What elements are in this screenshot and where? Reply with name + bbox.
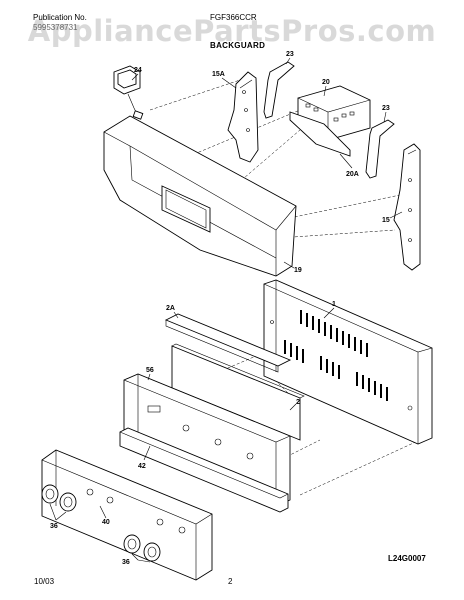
callout-23-upper: 23 [286, 51, 294, 58]
part-15a-bracket [227, 71, 259, 163]
callout-2a: 2A [166, 305, 175, 312]
diagram-code: L24G0007 [388, 554, 426, 563]
callout-36-right: 36 [122, 559, 130, 566]
part-36-knobs-left [41, 484, 77, 512]
callout-15a: 15A [212, 71, 225, 78]
callout-56: 56 [146, 367, 154, 374]
publication-number: 5995378731 [33, 23, 78, 32]
callout-20a: 20A [346, 171, 359, 178]
callout-19: 19 [294, 267, 302, 274]
part-20-clock-board [289, 85, 371, 157]
model-number: FGF366CCR [210, 13, 257, 22]
callout-40: 40 [102, 519, 110, 526]
callout-23-lower: 23 [382, 105, 390, 112]
callout-42: 42 [138, 463, 146, 470]
callouts: 24 23 15A 20 23 20A 15 19 1 2A 56 2 42 3… [50, 51, 390, 566]
leader-lines [49, 57, 403, 563]
footer-date: 10/03 [34, 577, 55, 586]
callout-24: 24 [134, 67, 142, 74]
part-40-manifold-panel [41, 449, 213, 581]
watermark: AppliancePartsPros.com [27, 14, 437, 48]
part-1-rear-panel [263, 279, 433, 445]
part-2a-channel [164, 313, 292, 373]
callout-20: 20 [322, 79, 330, 86]
callout-36-left: 36 [50, 523, 58, 530]
part-19-backguard [103, 115, 297, 277]
part-2-inner-panel [171, 343, 305, 441]
section-title: BACKGUARD [210, 41, 266, 50]
publication-label: Publication No. [33, 13, 87, 22]
part-15-bracket [393, 143, 421, 271]
callout-2: 2 [296, 399, 300, 406]
callout-1: 1 [332, 301, 336, 308]
part-36-knobs-right [123, 534, 161, 562]
part-23-bracket-upper [263, 61, 295, 119]
callout-15: 15 [382, 217, 390, 224]
footer-page-number: 2 [228, 577, 233, 586]
part-23-bracket-lower [365, 119, 395, 179]
part-24-switch [113, 65, 144, 120]
part-42-trim [119, 427, 289, 513]
